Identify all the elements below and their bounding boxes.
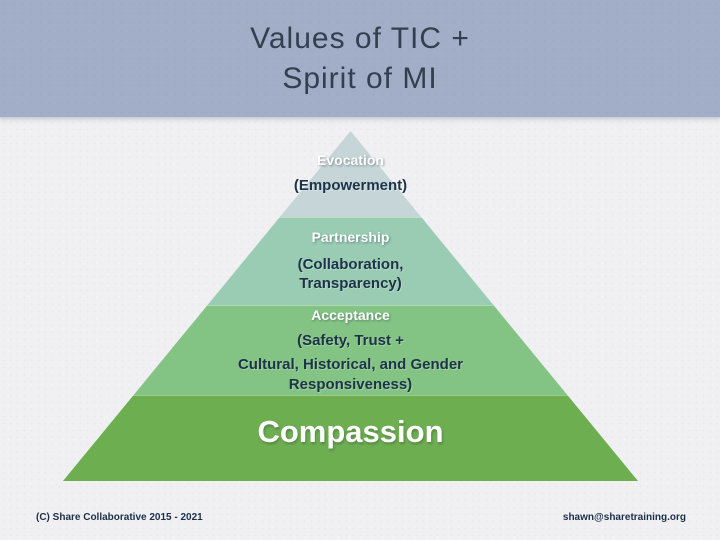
tier-band-partnership [63,217,638,305]
contact-email: shawn@sharetraining.org [562,512,686,523]
tier-band-evocation [63,131,638,217]
tier-band-compassion [63,395,638,481]
values-pyramid: Evocation (Empowerment) Partnership (Col… [63,131,638,481]
slide-title-line2: Spirit of MI [282,61,438,95]
title-band: Values of TIC + Spirit of MI [0,0,720,117]
slide-title: Values of TIC + Spirit of MI [250,19,470,99]
tier-band-acceptance [63,305,638,395]
slide-title-line1: Values of TIC + [250,21,470,55]
pyramid-shape [63,131,638,481]
copyright-text: (C) Share Collaborative 2015 - 2021 [36,512,203,523]
